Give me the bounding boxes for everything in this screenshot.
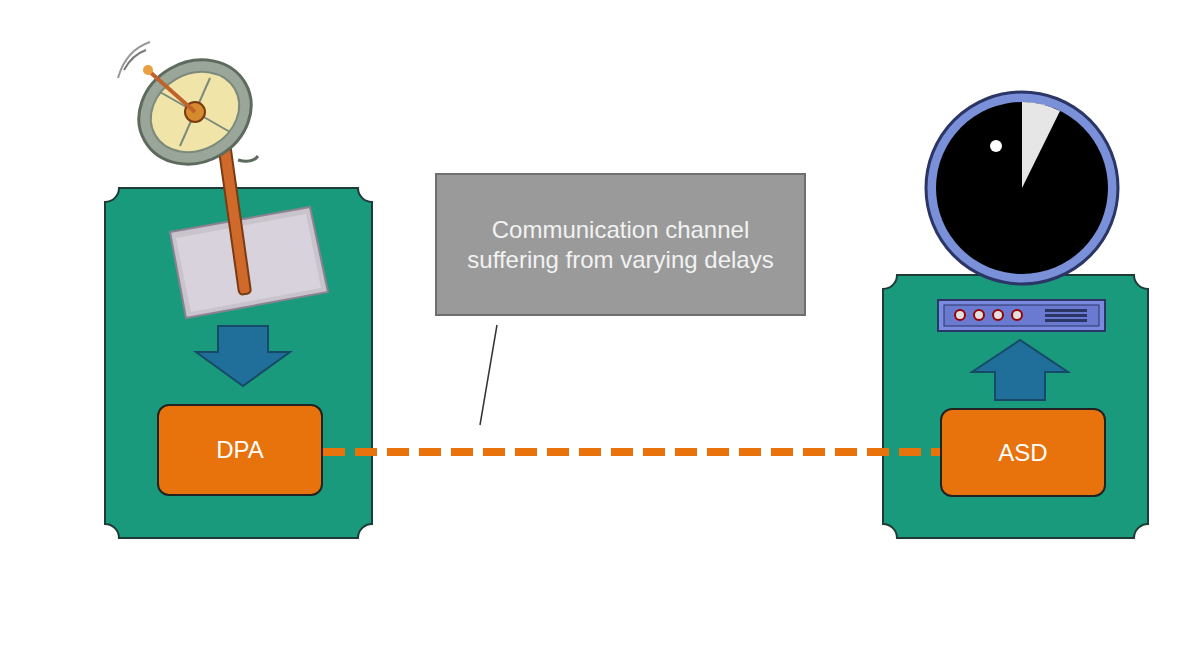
green-panel bbox=[883, 275, 1148, 538]
callout-box: Communication channel suffering from var… bbox=[435, 173, 806, 316]
node-label: ASD bbox=[998, 439, 1047, 467]
dish-icon bbox=[118, 40, 328, 318]
process-box: DPA bbox=[157, 404, 323, 496]
flow-arrow bbox=[196, 326, 290, 386]
control-strip bbox=[938, 300, 1105, 331]
node-label: Communication channel suffering from var… bbox=[451, 215, 790, 275]
node-label: DPA bbox=[216, 436, 264, 464]
channel-connector bbox=[323, 448, 940, 456]
flow-arrow bbox=[972, 340, 1068, 400]
radar-icon bbox=[926, 92, 1118, 284]
process-box: ASD bbox=[940, 408, 1106, 497]
leader-line bbox=[480, 325, 497, 425]
